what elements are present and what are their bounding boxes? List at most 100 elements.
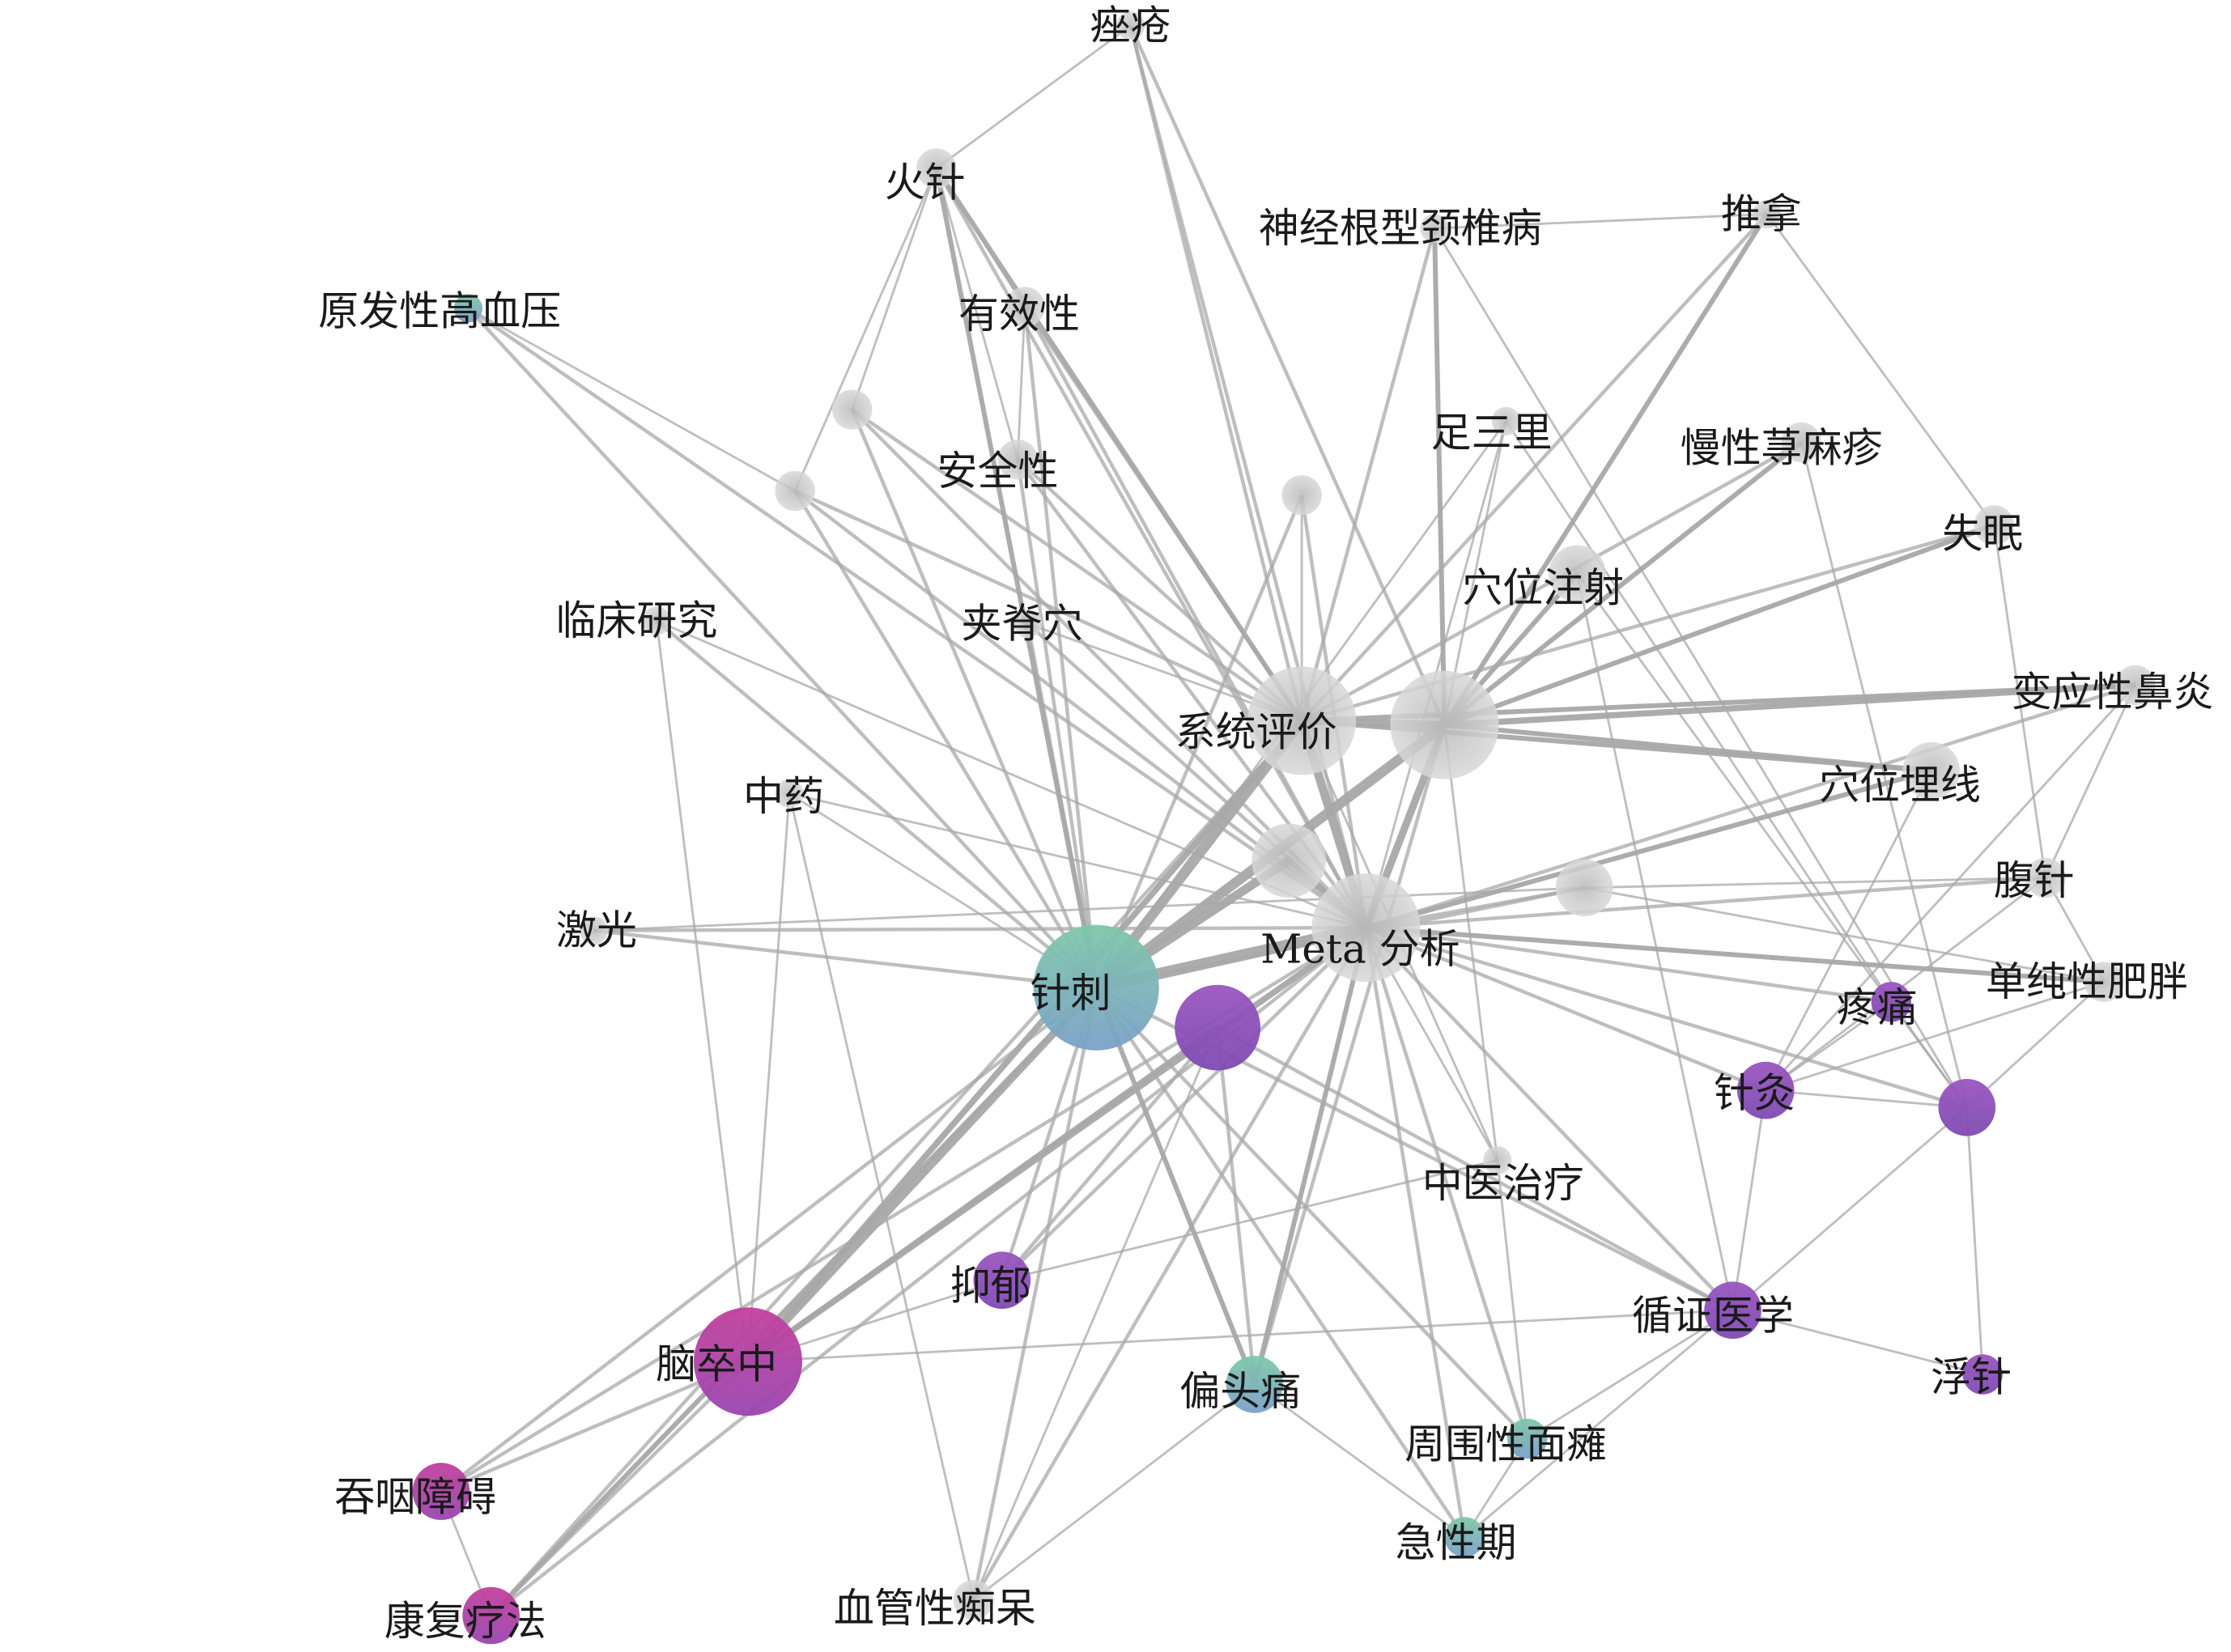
node-layer	[412, 11, 2156, 1645]
node-cuochuang[interactable]	[1116, 11, 1145, 40]
node-yiyu[interactable]	[973, 1251, 1031, 1309]
node-naozuzhong[interactable]	[694, 1307, 802, 1416]
edge-purple-hub-xueguan	[972, 1027, 1219, 1601]
edge-meta-xueguan	[971, 926, 1368, 1601]
node-zhouwei[interactable]	[1507, 1418, 1548, 1459]
edge-meta-zhongyao	[788, 792, 1366, 929]
edge-linchuang-naozuzhong	[655, 620, 750, 1362]
node-yuanfaxing[interactable]	[453, 294, 483, 323]
node-tunyan[interactable]	[412, 1463, 470, 1520]
node-label-jiaji: 夹脊穴	[962, 601, 1083, 648]
node-tuina[interactable]	[1753, 199, 1782, 229]
node-label-fuzhen: 腹针	[1994, 857, 2075, 904]
node-label-fuzhen2: 浮针	[1931, 1354, 2012, 1401]
edge-shenjinggen-purple-r	[1433, 227, 1968, 1109]
edge-zhongyi-zhouwei	[1496, 1160, 1529, 1439]
node-zhenjiu[interactable]	[1736, 1061, 1795, 1119]
node-manxing[interactable]	[1781, 422, 1821, 463]
node-label-manxing: 慢性荨麻疹	[1681, 425, 1883, 472]
node-hub-gray[interactable]	[1390, 670, 1499, 779]
node-fuzhen[interactable]	[2025, 857, 2066, 898]
node-danchun[interactable]	[2084, 962, 2124, 1002]
edge-purple-hub-yiyu	[1001, 1026, 1219, 1282]
node-linchuang[interactable]	[642, 606, 671, 635]
node-shimian[interactable]	[1974, 505, 2014, 546]
edge-zhenci-gray-c	[1094, 495, 1304, 989]
node-zhongyi[interactable]	[1483, 1145, 1512, 1175]
edge-naozuzhong-xunzheng	[747, 1309, 1733, 1363]
node-gray-c[interactable]	[1281, 475, 1322, 516]
node-gray-e[interactable]	[1555, 859, 1613, 917]
edge-meta-purple-r	[1365, 925, 1968, 1110]
node-label-youxiaoxing: 有效性	[958, 291, 1080, 338]
node-label-huozhen: 火针	[885, 159, 966, 206]
edge-zhenci-jixingqi	[1094, 986, 1466, 1539]
edge-huozhen-gray-a	[851, 168, 938, 410]
node-shenjinggen[interactable]	[1420, 214, 1449, 243]
edge-meta-bianying	[1365, 683, 2136, 930]
node-piantoutong[interactable]	[1226, 1356, 1284, 1413]
edge-meta-linchuang	[656, 619, 1367, 929]
edge-zhenci-youxiaoxing	[1022, 306, 1099, 988]
node-zhongyao[interactable]	[775, 779, 804, 809]
node-label-zhenjiu: 针灸	[1714, 1070, 1795, 1117]
node-label-xuewei-maixian: 穴位埋线	[1819, 762, 1981, 809]
node-xitong[interactable]	[1247, 666, 1357, 775]
edge-zhenci-gray-a	[850, 409, 1099, 989]
edge-purple-hub-xunzheng	[1217, 1026, 1734, 1312]
edge-zhenci-gray-b	[793, 490, 1099, 989]
node-label-kangfu: 康复疗法	[385, 1598, 546, 1645]
node-label-shenjinggen: 神经根型颈椎病	[1259, 205, 1542, 252]
edge-manxing-purple-r	[1800, 442, 1969, 1108]
edge-meta-tengtong	[1366, 925, 1892, 1004]
edge-gray-e-danchun	[1583, 886, 2105, 983]
edge-meta-yuanfaxing	[467, 307, 1367, 929]
node-fuzhen2[interactable]	[1962, 1354, 2003, 1395]
edge-meta-zhouwei	[1364, 927, 1529, 1440]
node-label-tengtong: 疼痛	[1837, 984, 1918, 1031]
node-xuewei-zhushe[interactable]	[1549, 545, 1606, 603]
edge-bianying-zhenjiu	[1765, 684, 2136, 1092]
edge-purple-r-fuzhen2	[1965, 1107, 1984, 1375]
node-xuewei-maixian[interactable]	[1902, 741, 1960, 800]
node-label-jiguang: 激光	[556, 907, 637, 954]
label-layer: 痤疮火针神经根型颈椎病推拿原发性高血压有效性安全性足三里慢性荨麻疹失眠穴位注射临…	[318, 2, 2214, 1645]
node-tengtong[interactable]	[1871, 982, 1911, 1022]
edge-zhenci-kangfu	[489, 986, 1099, 1618]
edge-meta-xuewei-maixian	[1365, 768, 1932, 930]
node-label-zusanli: 足三里	[1431, 409, 1553, 456]
node-label-jixingqi: 急性期	[1396, 1519, 1517, 1566]
node-bianying[interactable]	[2115, 665, 2156, 706]
edge-meta-jixingqi	[1364, 927, 1467, 1538]
node-zhenci[interactable]	[1033, 924, 1159, 1051]
node-anquanxing[interactable]	[997, 440, 1038, 480]
node-gray-a[interactable]	[832, 389, 873, 430]
node-jiaji[interactable]	[1014, 609, 1043, 639]
node-kangfu[interactable]	[462, 1586, 520, 1645]
edge-xuewei-zhushe-xunzheng	[1576, 573, 1734, 1310]
edge-naozuzhong-kangfu	[490, 1360, 750, 1617]
node-jixingqi[interactable]	[1444, 1517, 1485, 1557]
node-zusanli[interactable]	[1491, 406, 1520, 435]
edge-xitong-kangfu	[489, 720, 1303, 1617]
node-youxiaoxing[interactable]	[1005, 287, 1045, 327]
node-meta[interactable]	[1311, 873, 1421, 983]
node-xunzheng[interactable]	[1704, 1281, 1761, 1339]
node-huozhen[interactable]	[916, 148, 957, 189]
node-label-meta: Meta 分析	[1260, 926, 1460, 973]
node-jiguang[interactable]	[579, 916, 609, 945]
edge-bianying-fuzhen	[2044, 684, 2137, 878]
edge-zhenci-piantoutong	[1094, 987, 1257, 1386]
edge-jiguang-gray-e	[593, 886, 1585, 932]
edge-huozhen-cuochuang	[935, 24, 1132, 170]
node-label-yuanfaxing: 原发性高血压	[318, 287, 561, 334]
node-gray-b[interactable]	[775, 470, 815, 512]
node-xueguan[interactable]	[953, 1579, 994, 1620]
node-purple-hub[interactable]	[1175, 984, 1260, 1071]
node-purple-r[interactable]	[1938, 1079, 1996, 1136]
edge-shimian-fuzhen	[1992, 524, 2047, 878]
node-gray-d[interactable]	[1251, 823, 1326, 898]
node-label-zhongyao: 中药	[743, 773, 824, 820]
edge-meta-piantoutong	[1251, 927, 1369, 1386]
edge-hub-gray-manxing	[1443, 440, 1804, 728]
